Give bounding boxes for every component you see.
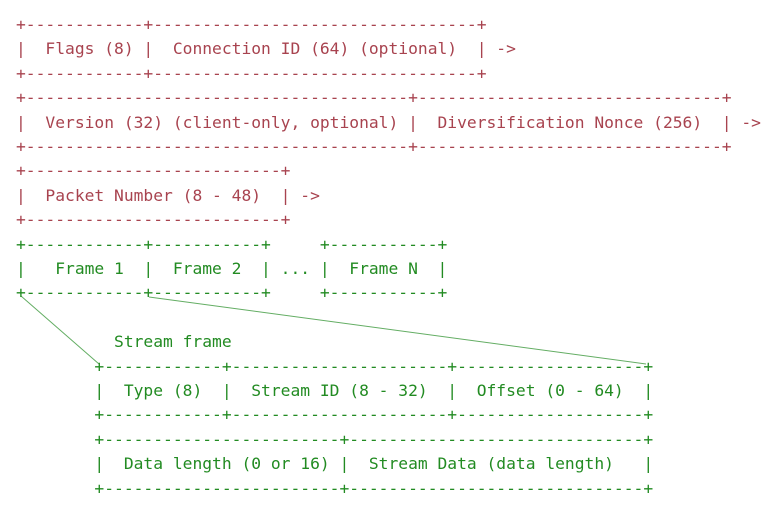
packet-header-ascii-boxes: +------------+--------------------------… [16, 15, 761, 230]
stream-frame-ascii-boxes: +------------+----------------------+---… [94, 356, 654, 498]
frames-row-ascii-box: +------------+-----------+ +-----------+… [16, 234, 448, 303]
stream-frame-label: Stream frame [114, 332, 232, 352]
